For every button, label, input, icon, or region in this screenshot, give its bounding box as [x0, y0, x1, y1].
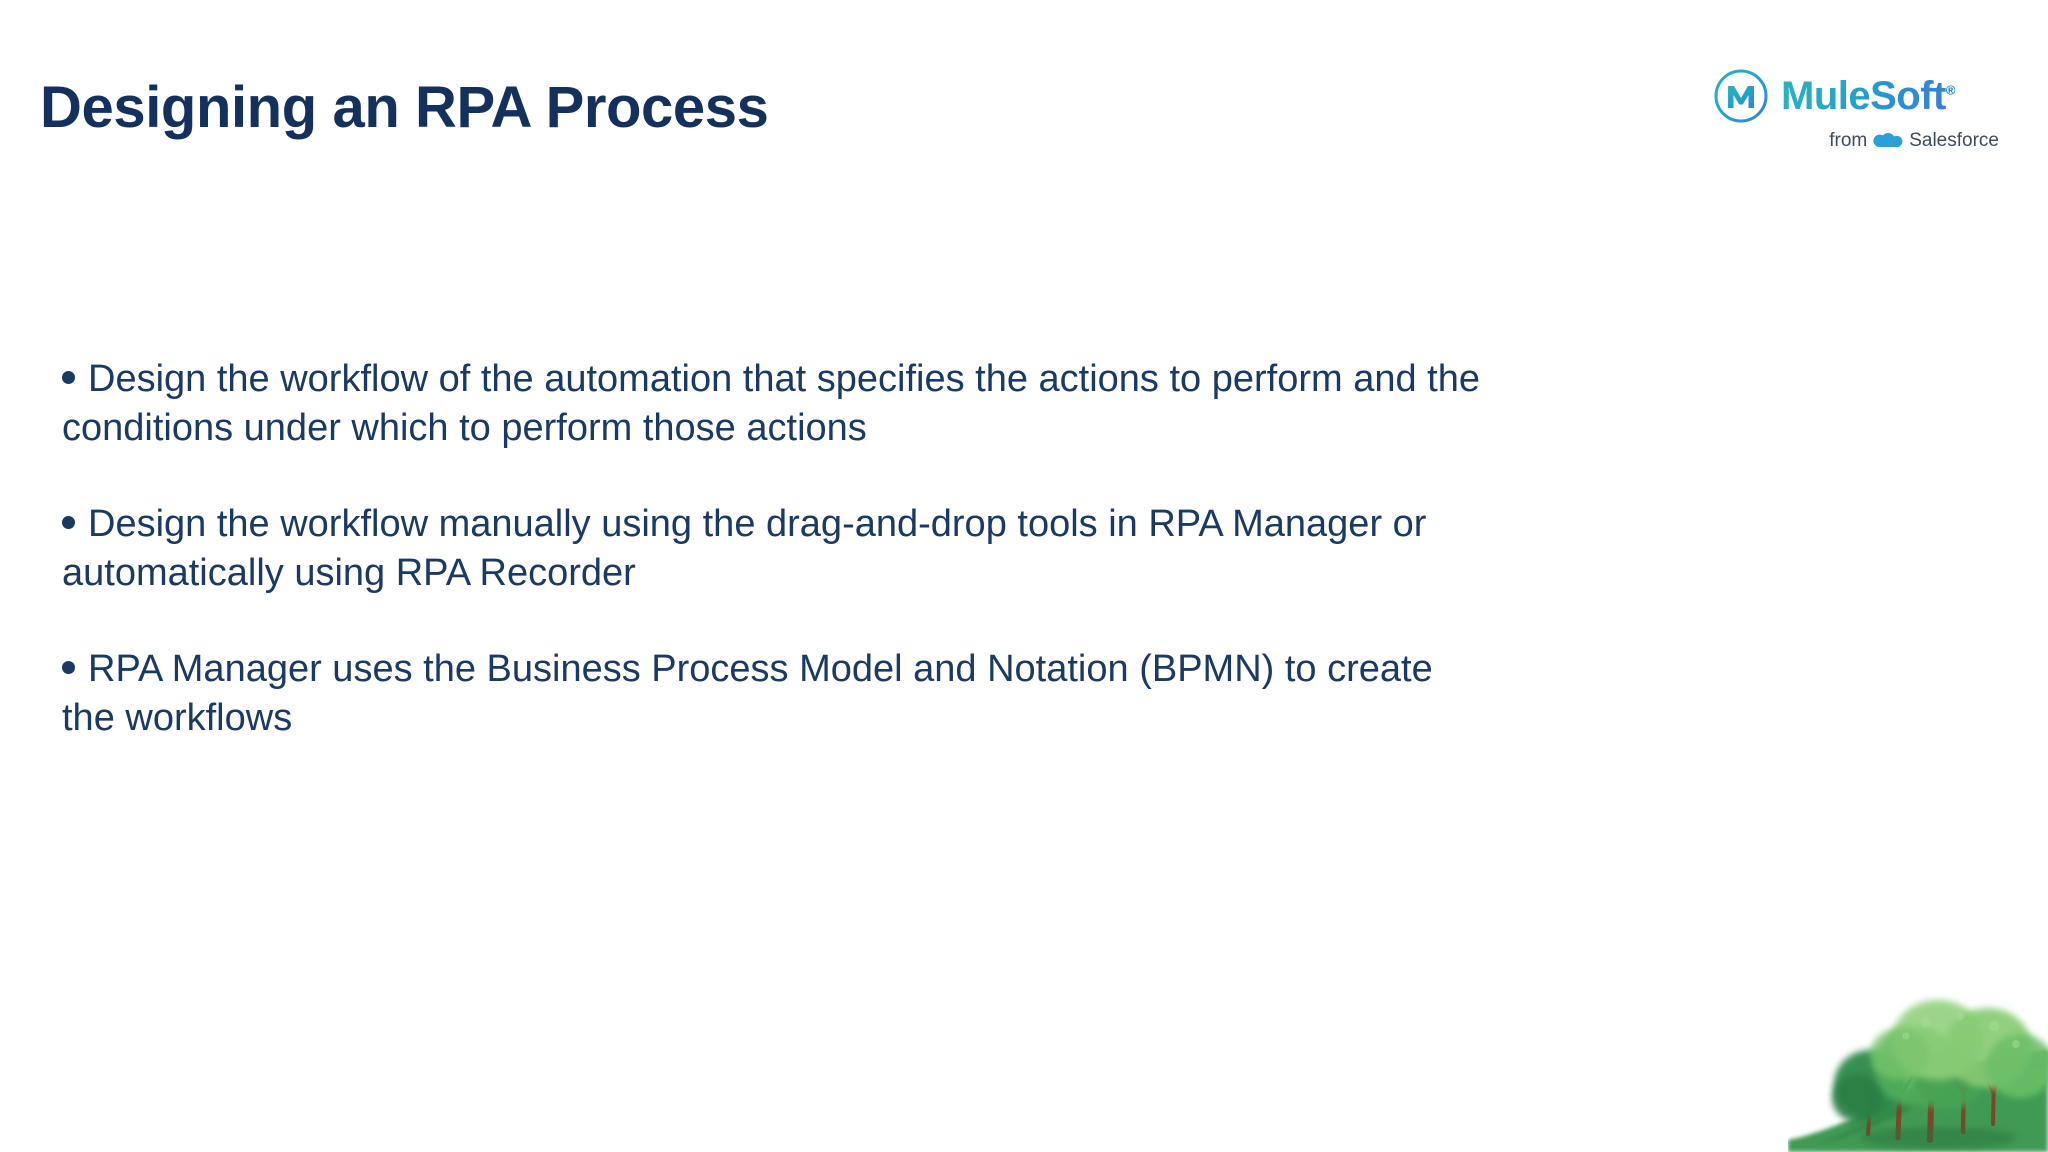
- mulesoft-m-mark: [1713, 68, 1769, 124]
- page-title: Designing an RPA Process: [40, 75, 769, 140]
- bullet-point-icon: [62, 661, 75, 675]
- tagline-brand: Salesforce: [1909, 130, 1999, 151]
- mulesoft-wordmark: MuleSoft®: [1781, 74, 1956, 118]
- bullet-point-icon: [62, 371, 75, 385]
- mulesoft-wordmark-text: MuleSoft: [1781, 74, 1946, 118]
- logo-primary-row: MuleSoft®: [1713, 68, 2003, 124]
- mulesoft-logo: MuleSoft® from Salesforce: [1713, 68, 2003, 168]
- bullet-point-icon: [62, 516, 75, 530]
- bullet-text: RPA Manager uses the Business Process Mo…: [62, 647, 1433, 739]
- trees-on-hill-illustration: [1788, 962, 2048, 1152]
- registered-trademark-icon: ®: [1945, 82, 1956, 98]
- list-item: Design the workflow of the automation th…: [62, 355, 1482, 454]
- logo-tagline: from Salesforce: [1713, 130, 2003, 152]
- tagline-prefix: from: [1829, 130, 1868, 151]
- bullet-text: Design the workflow of the automation th…: [62, 358, 1480, 450]
- bullet-text: Design the workflow manually using the d…: [62, 502, 1427, 595]
- list-item: Design the workflow manually using the d…: [62, 500, 1482, 599]
- bullet-list: Design the workflow of the automation th…: [62, 355, 1482, 743]
- salesforce-cloud-icon: [1873, 131, 1903, 151]
- list-item: RPA Manager uses the Business Process Mo…: [62, 645, 1482, 744]
